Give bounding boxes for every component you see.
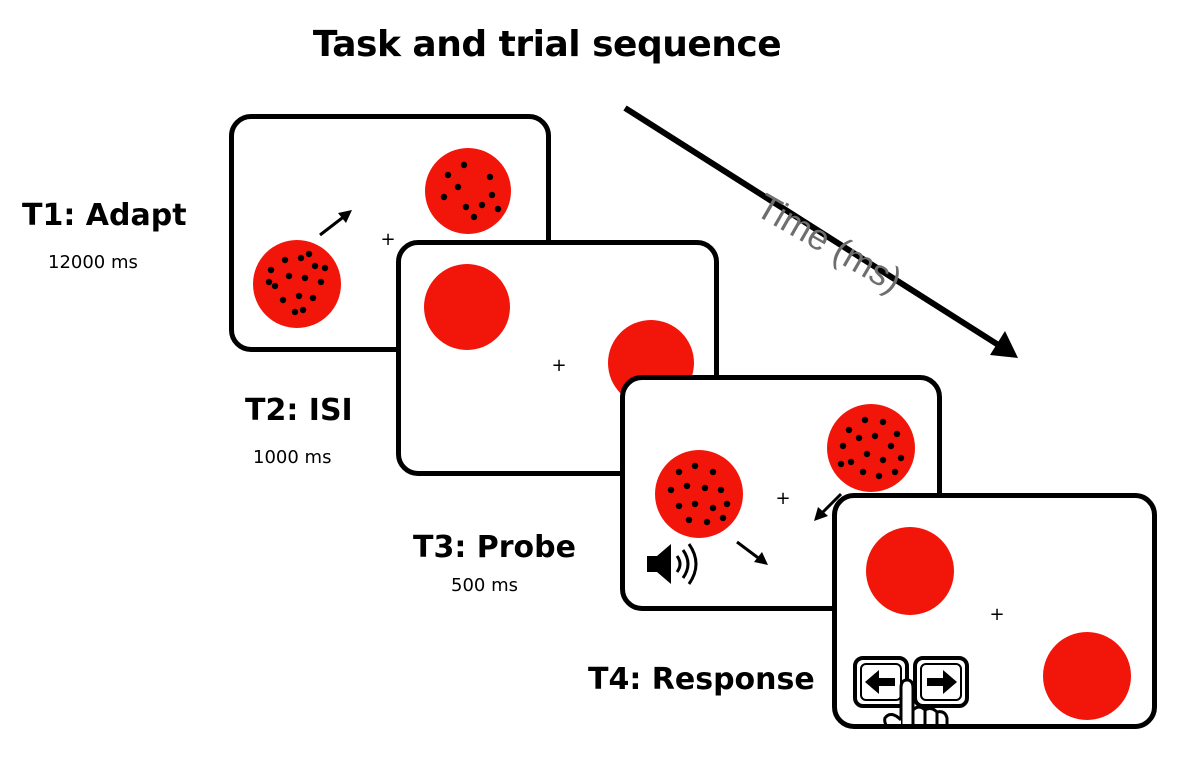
left-key-icon — [853, 656, 909, 708]
probe-motion-arrow-left-icon — [736, 540, 768, 565]
panel-isi: + — [396, 240, 719, 476]
probe-stimulus-left — [655, 450, 743, 538]
probe-motion-arrow-right-icon — [814, 492, 843, 521]
response-stimulus-right — [1043, 632, 1131, 720]
phase-t2-label: T2: ISI — [245, 393, 353, 428]
adapt-stimulus-right — [425, 148, 511, 234]
probe-stimulus-right — [827, 404, 915, 492]
hand-icon — [883, 678, 949, 724]
right-key-icon — [913, 656, 969, 708]
speaker-icon — [647, 543, 698, 585]
isi-stimulus-left — [424, 264, 510, 350]
phase-t3-duration: 500 ms — [451, 575, 518, 596]
adapt-motion-arrow-icon — [319, 210, 352, 237]
fixation-cross: + — [551, 355, 566, 376]
fixation-cross: + — [775, 488, 790, 509]
phase-t1-label: T1: Adapt — [22, 198, 187, 233]
fixation-cross: + — [380, 229, 395, 250]
adapt-stimulus-left — [253, 240, 341, 328]
phase-t2-duration: 1000 ms — [253, 447, 332, 468]
phase-t4-label: T4: Response — [588, 662, 815, 697]
panel-response: + — [832, 493, 1157, 729]
phase-t3-label: T3: Probe — [413, 530, 576, 565]
fixation-cross: + — [989, 604, 1004, 625]
phase-t1-duration: 12000 ms — [48, 252, 138, 273]
figure-title: Task and trial sequence — [312, 24, 782, 65]
response-stimulus-left — [866, 527, 954, 615]
